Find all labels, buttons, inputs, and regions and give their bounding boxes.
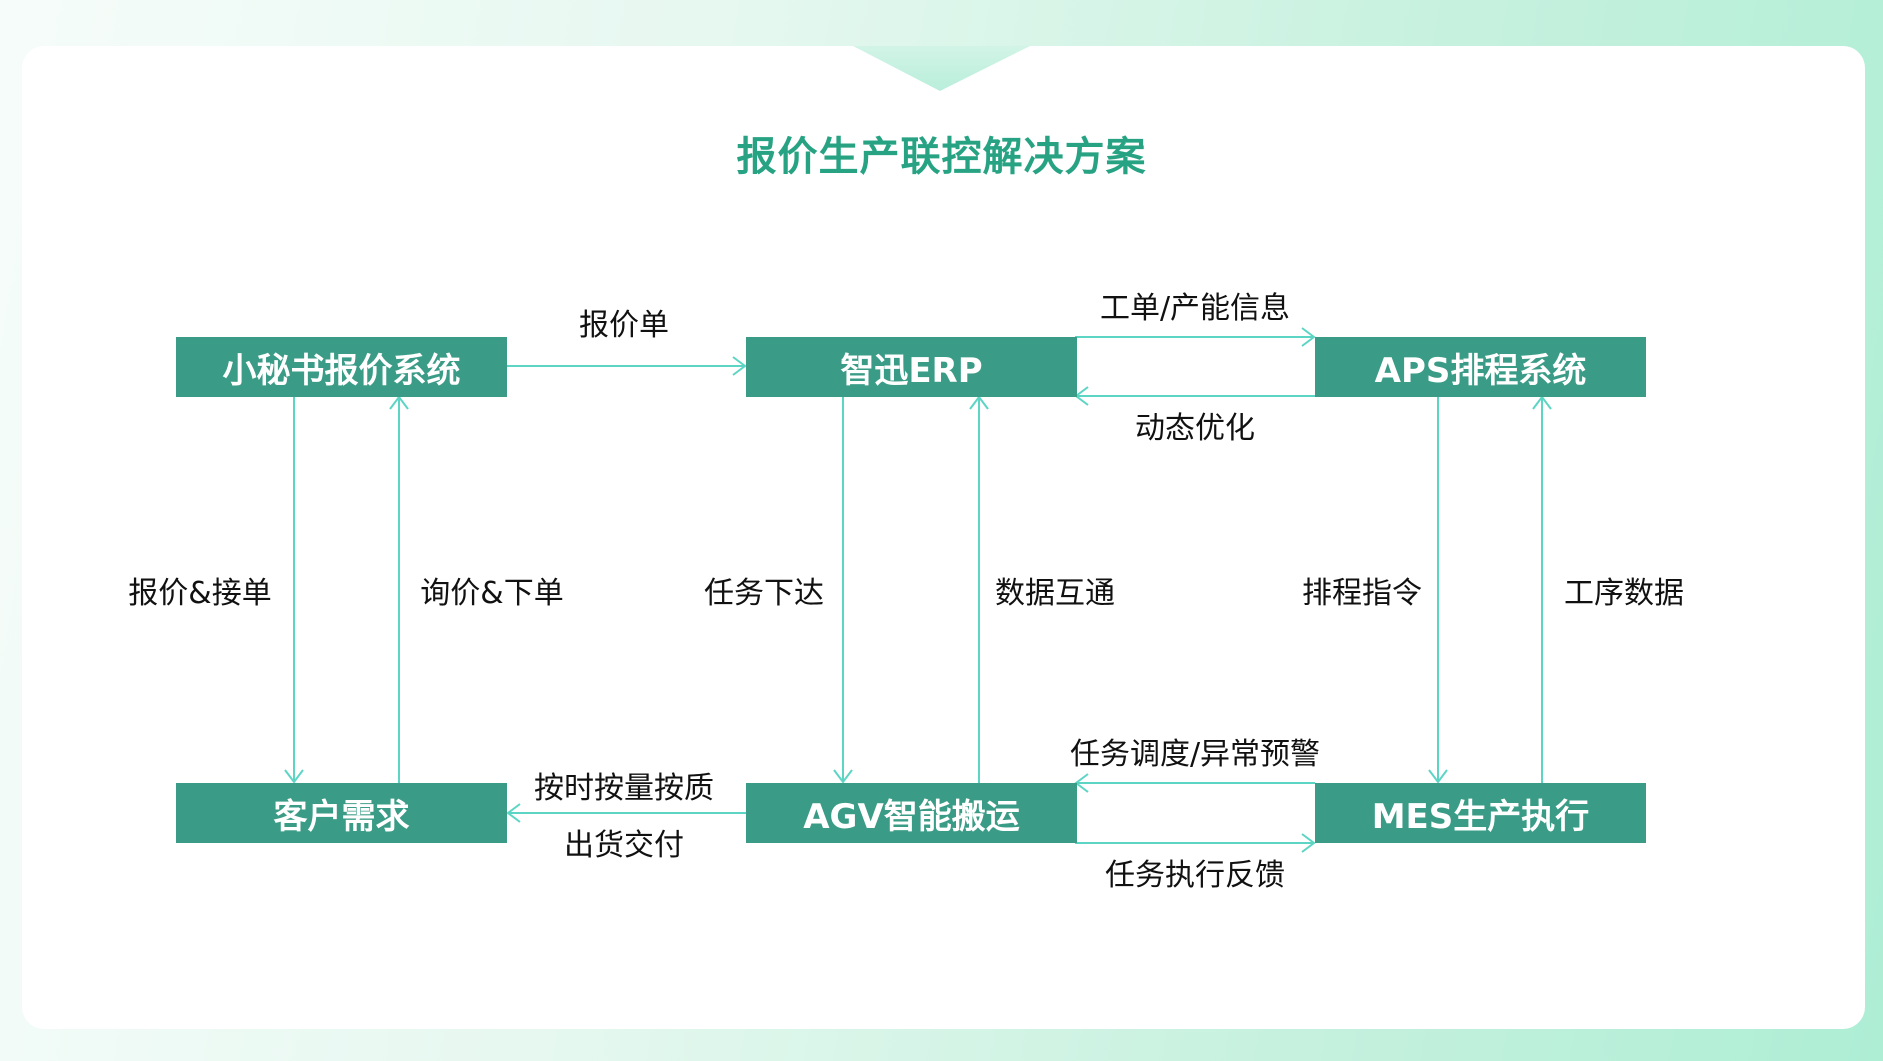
edge-label-erp-to-agv: 任务下达 (704, 576, 824, 611)
node-customer: 客户需求 (176, 783, 507, 843)
diagram-title: 报价生产联控解决方案 (736, 134, 1147, 180)
edge-label-agv-to-customer-line2: 出货交付 (564, 828, 684, 863)
edge-label-mes-to-aps: 工序数据 (1564, 576, 1684, 611)
arrow-erp-to-aps (1075, 327, 1316, 347)
edge-label-quote-to-erp: 报价单 (579, 308, 669, 343)
edge-label-customer-to-quote: 询价&下单 (420, 576, 564, 611)
arrow-mes-to-agv (1074, 773, 1315, 793)
arrow-customer-to-quote (389, 395, 409, 783)
arrow-agv-to-customer (506, 803, 746, 823)
arrow-agv-to-mes (1075, 833, 1316, 853)
node-agv: AGV智能搬运 (746, 783, 1077, 843)
edge-label-aps-to-erp: 动态优化 (1135, 411, 1255, 446)
edge-label-mes-to-agv: 任务调度/异常预警 (1069, 737, 1321, 772)
node-mes: MES生产执行 (1315, 783, 1646, 843)
arrow-mes-to-aps (1532, 395, 1552, 783)
node-erp: 智迅ERP (746, 337, 1077, 397)
arrow-quote-to-customer (284, 396, 304, 784)
arrow-quote-to-erp (507, 356, 747, 376)
edge-label-agv-to-erp: 数据互通 (995, 576, 1115, 611)
edge-label-quote-to-customer: 报价&接单 (128, 576, 272, 611)
arrow-erp-to-agv (833, 396, 853, 784)
node-quote-system: 小秘书报价系统 (176, 337, 507, 397)
edge-label-erp-to-aps: 工单/产能信息 (1099, 291, 1291, 326)
diagram-card (22, 46, 1865, 1029)
card-notch (853, 46, 1030, 91)
edge-label-agv-to-customer-line1: 按时按量按质 (534, 771, 714, 806)
arrow-aps-to-mes (1428, 396, 1448, 784)
arrow-agv-to-erp (969, 395, 989, 783)
node-aps: APS排程系统 (1315, 337, 1646, 397)
edge-label-aps-to-mes: 排程指令 (1302, 576, 1422, 611)
edge-label-agv-to-mes: 任务执行反馈 (1105, 858, 1285, 893)
